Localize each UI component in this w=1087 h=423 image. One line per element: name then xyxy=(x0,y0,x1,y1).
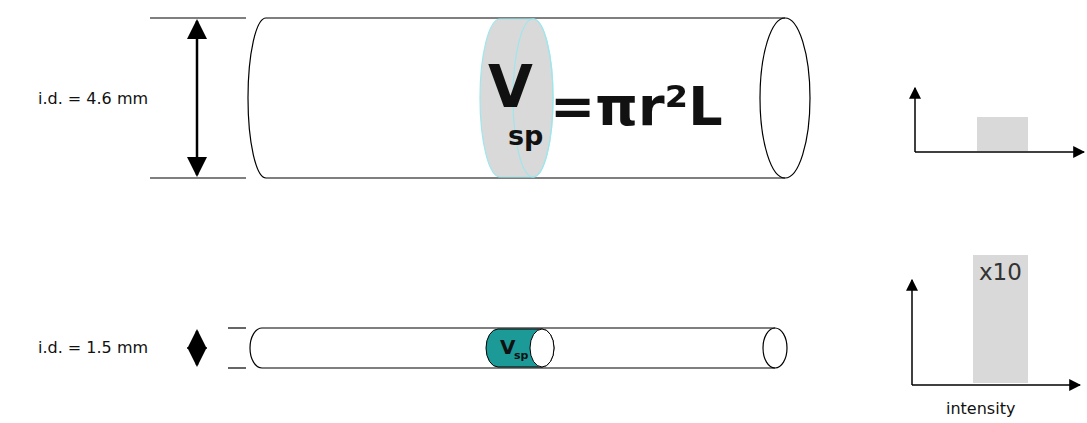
axis-label: intensity xyxy=(946,401,1015,417)
dimension-label: i.d. = 1.5 mm xyxy=(38,340,148,356)
sample-volume-slice: Vsp xyxy=(478,18,558,178)
node-text: V xyxy=(500,337,515,357)
narrow-slice xyxy=(484,328,556,368)
node-text: sp xyxy=(508,122,543,149)
intensity-bar xyxy=(977,117,1028,151)
volume-formula: =πr²L xyxy=(550,80,723,134)
sample-volume-slice: Vsp xyxy=(484,328,556,368)
narrow-column xyxy=(250,328,787,368)
dimension-1-5 xyxy=(197,328,246,368)
wide-column xyxy=(248,18,810,178)
plot-axes xyxy=(912,88,1084,385)
node-text: sp xyxy=(514,350,528,361)
node-text: x10 xyxy=(979,261,1022,284)
node-text: V xyxy=(488,58,533,116)
dimension-label: i.d. = 4.6 mm xyxy=(38,91,148,107)
intensity-bar: x10 xyxy=(973,255,1028,383)
dimension-4-6 xyxy=(150,18,246,178)
